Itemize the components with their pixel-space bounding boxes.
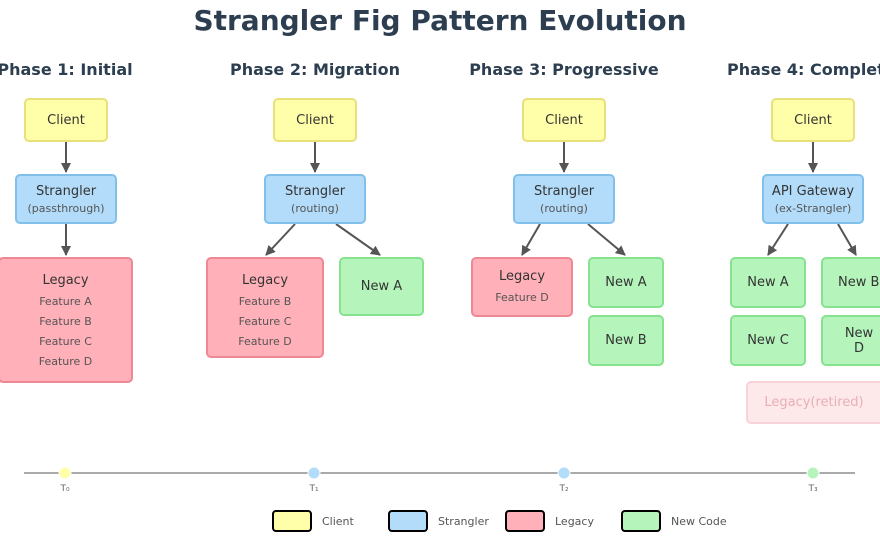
p2-feature-d: Feature D xyxy=(238,335,292,348)
p3-new-a-node: New A xyxy=(588,257,664,308)
phase-3-label: Phase 3: Progressive xyxy=(469,60,659,79)
legend-legacy-swatch xyxy=(505,510,545,532)
p3-feature-d: Feature D xyxy=(495,291,549,304)
p4-client-label: Client xyxy=(794,112,832,128)
diagram-title: Strangler Fig Pattern Evolution xyxy=(193,4,687,37)
p1-strangler-sublabel: (passthrough) xyxy=(27,201,105,215)
p2-strangler-label: Strangler xyxy=(284,183,346,199)
p3-strangler-sublabel: (routing) xyxy=(540,201,588,215)
legend-client: Client xyxy=(272,508,354,534)
p3-new-a-label: New A xyxy=(605,275,647,290)
timeline-tick-t2 xyxy=(557,466,571,480)
p3-strangler-node: Strangler (routing) xyxy=(513,174,615,224)
p1-strangler-label: Strangler xyxy=(35,183,97,199)
p4-legacy-retired-label: Legacy(retired) xyxy=(764,395,864,410)
p4-gateway-label: API Gateway xyxy=(771,183,855,199)
legend-new-code-swatch xyxy=(621,510,661,532)
legend-client-label: Client xyxy=(322,514,354,528)
p2-legacy-label: Legacy xyxy=(241,273,289,288)
legend-strangler-swatch xyxy=(388,510,428,532)
p4-new-a-label: New A xyxy=(747,275,789,290)
timeline-tick-t0 xyxy=(58,466,72,480)
timeline-label-t3: T₃ xyxy=(808,484,818,494)
legend-legacy-label: Legacy xyxy=(555,514,594,528)
arrow-p2-strangler-legacy xyxy=(265,223,296,256)
p3-client-label: Client xyxy=(545,112,583,128)
p4-gateway-sublabel: (ex-Strangler) xyxy=(774,201,852,215)
arrow-p3-strangler-new-a xyxy=(587,223,626,256)
p1-client-node: Client xyxy=(24,98,108,142)
p1-legacy-label: Legacy xyxy=(42,273,89,288)
p3-legacy-node: Legacy Feature D xyxy=(471,257,573,317)
legend-new-code: New Code xyxy=(621,508,727,534)
p1-feature-a: Feature A xyxy=(39,295,92,308)
p2-new-a-node: New A xyxy=(339,257,424,316)
p4-new-d-label: New D xyxy=(844,325,874,356)
arrow-p3-strangler-legacy xyxy=(521,223,541,256)
legend-new-code-label: New Code xyxy=(671,514,727,528)
p2-feature-b: Feature B xyxy=(238,295,292,308)
p4-new-a-node: New A xyxy=(730,257,806,308)
arrow-p2-strangler-new-a xyxy=(335,223,381,256)
p4-gateway-node: API Gateway (ex-Strangler) xyxy=(762,174,864,224)
p2-client-label: Client xyxy=(296,112,334,128)
arrow-p4-gateway-new-b xyxy=(837,223,857,256)
timeline-label-t1: T₁ xyxy=(309,484,319,494)
p2-new-a-label: New A xyxy=(360,279,403,294)
timeline-label-t0: T₀ xyxy=(60,484,70,494)
legend-client-swatch xyxy=(272,510,312,532)
p1-strangler-node: Strangler (passthrough) xyxy=(15,174,117,224)
phase-2-label: Phase 2: Migration xyxy=(229,60,401,79)
p3-client-node: Client xyxy=(522,98,606,142)
phase-1-label: Phase 1: Initial xyxy=(0,60,133,79)
p1-feature-b: Feature B xyxy=(39,315,92,328)
p3-new-b-node: New B xyxy=(588,315,664,366)
p2-strangler-sublabel: (routing) xyxy=(291,201,339,215)
p2-legacy-node: Legacy Feature B Feature C Feature D xyxy=(206,257,324,358)
legend-strangler: Strangler xyxy=(388,508,489,534)
p2-strangler-node: Strangler (routing) xyxy=(264,174,366,224)
timeline-tick-t1 xyxy=(307,466,321,480)
p4-client-node: Client xyxy=(771,98,855,142)
p4-new-b-label: New B xyxy=(838,275,880,290)
p4-legacy-retired-node: Legacy(retired) xyxy=(746,381,880,424)
timeline-tick-t3 xyxy=(806,466,820,480)
p1-client-label: Client xyxy=(47,112,85,128)
p1-legacy-node: Legacy Feature A Feature B Feature C Fea… xyxy=(0,257,133,383)
p4-new-b-node: New B xyxy=(821,257,880,308)
p3-legacy-label: Legacy xyxy=(498,269,546,284)
legend-strangler-label: Strangler xyxy=(438,514,489,528)
p3-strangler-label: Strangler xyxy=(533,183,595,199)
p4-new-c-node: New C xyxy=(730,315,806,366)
p2-feature-c: Feature C xyxy=(238,315,292,328)
p4-new-c-label: New C xyxy=(747,333,789,348)
p2-client-node: Client xyxy=(273,98,357,142)
p1-feature-d: Feature D xyxy=(38,355,93,368)
p1-feature-c: Feature C xyxy=(39,335,92,348)
phase-4-label: Phase 4: Complete xyxy=(727,60,880,79)
legend-legacy: Legacy xyxy=(505,508,594,534)
timeline-label-t2: T₂ xyxy=(559,484,569,494)
arrow-p4-gateway-new-a xyxy=(767,223,789,256)
p4-new-d-node: New D xyxy=(821,315,880,366)
p3-new-b-label: New B xyxy=(605,333,647,348)
